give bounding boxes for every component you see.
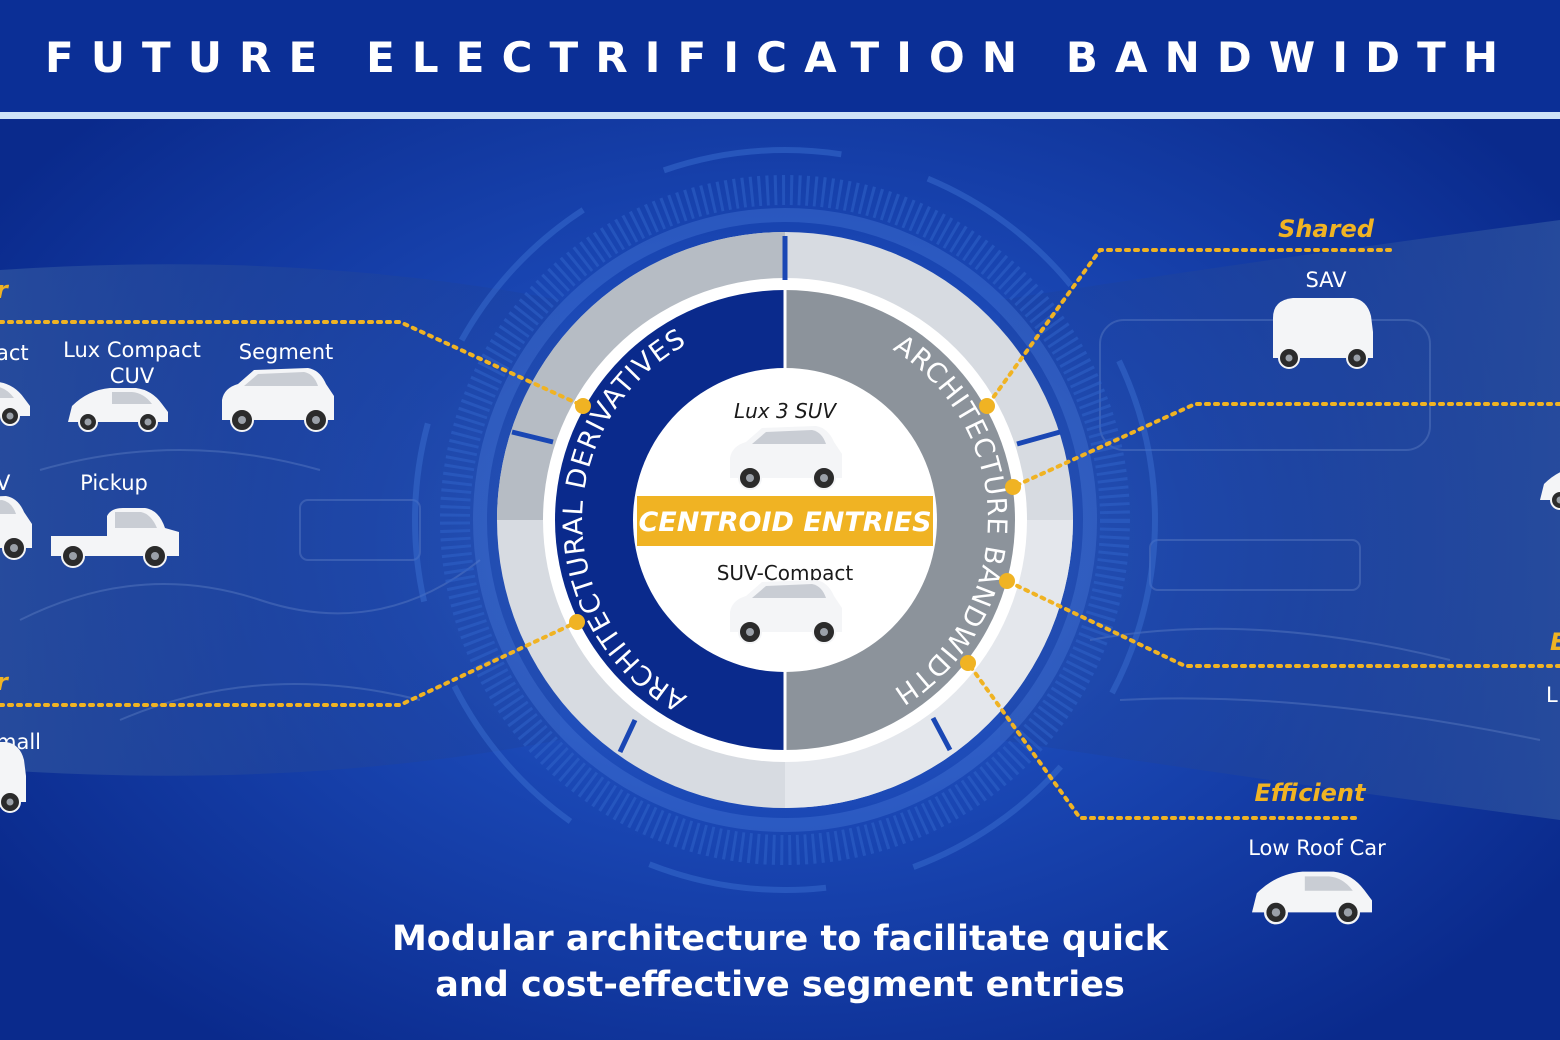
header-underline <box>0 112 1560 119</box>
vehicle-label-compact: act <box>0 341 29 365</box>
connector-dots <box>569 398 1021 671</box>
vehicle-label-sav: SAV <box>1305 268 1347 292</box>
left-category-label-bottom: r <box>0 668 10 696</box>
header-bar <box>0 0 1560 112</box>
ring-ticks <box>511 236 1061 754</box>
footer-line-1: Modular architecture to facilitate quick <box>392 919 1169 959</box>
vehicle-label-lux-compact-cuv-2: CUV <box>110 364 155 388</box>
right-photo-detail <box>1089 319 1541 741</box>
right-photo-panel <box>1000 220 1560 820</box>
centroid-banner-label: CENTROID ENTRIES <box>638 507 931 538</box>
page-title: FUTURE ELECTRIFICATION BANDWIDTH <box>45 33 1515 82</box>
van-icon <box>1272 297 1374 369</box>
vehicle-label-l: L <box>1546 683 1558 707</box>
vehicle-label-low-roof-car: Low Roof Car <box>1248 836 1386 860</box>
vehicle-label-pickup: Pickup <box>80 471 148 495</box>
top-vehicle-label: Lux 3 SUV <box>734 399 837 423</box>
left-category-label-top: r <box>0 276 10 304</box>
footer-line-2: and cost-effective segment entries <box>435 965 1125 1005</box>
outer-decorative-arcs <box>412 147 1158 893</box>
right-category-label-shared: Shared <box>1278 215 1375 243</box>
vehicle-label-segment: Segment <box>239 340 334 364</box>
right-category-label-e: E <box>1550 628 1560 656</box>
centroid-banner <box>637 496 933 546</box>
vehicle-label-v: V <box>0 471 11 495</box>
vehicle-label-lux-compact-cuv: Lux Compact <box>63 338 201 362</box>
connector-lines <box>0 248 1560 820</box>
right-category-label-efficient: Efficient <box>1255 779 1368 807</box>
bottom-vehicle-label: SUV-Compact <box>717 561 854 585</box>
